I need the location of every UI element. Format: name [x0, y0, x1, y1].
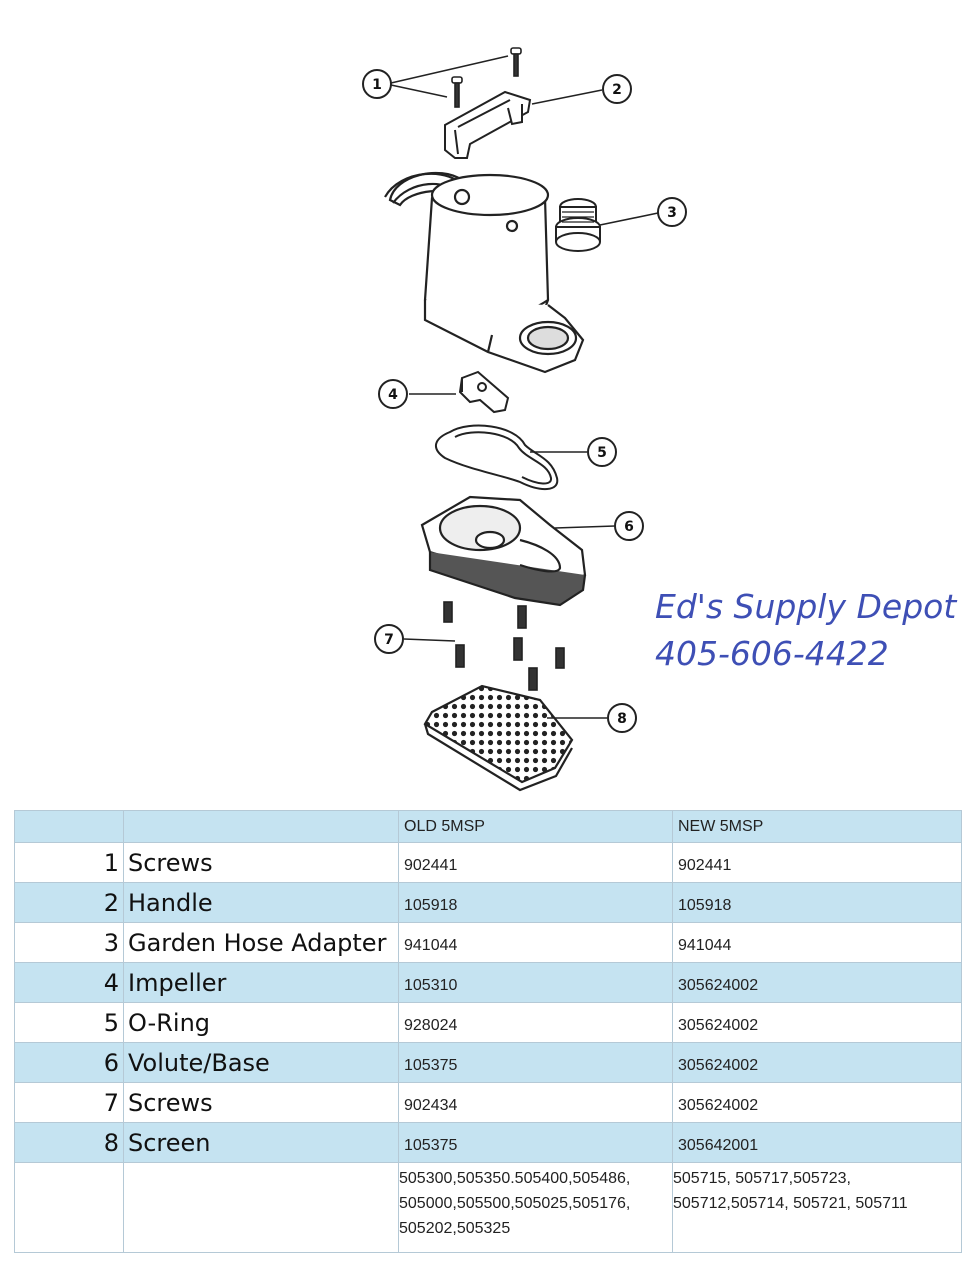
part-name: Volute/Base — [123, 1042, 399, 1083]
parts-table: OLD 5MSP NEW 5MSP 1 Screws 902441 902441… — [14, 810, 962, 1253]
brand-name: Ed's Supply Depot — [655, 587, 957, 626]
svg-text:7: 7 — [384, 632, 394, 648]
table-header-row: OLD 5MSP NEW 5MSP — [14, 810, 962, 843]
models-row: 505300,505350.505400,505486, 505000,5055… — [14, 1162, 962, 1253]
header-old-cell: OLD 5MSP — [398, 810, 673, 843]
callout-5: 5 — [587, 437, 617, 467]
new-part-code: 305624002 — [678, 1056, 759, 1074]
part-8-screen — [423, 684, 574, 792]
svg-text:2: 2 — [612, 82, 622, 98]
exploded-pump-diagram: 1 2 3 4 5 6 7 8 — [362, 47, 687, 792]
part-4-impeller — [458, 370, 510, 414]
header-old: OLD 5MSP — [404, 817, 485, 835]
part-number: 2 — [14, 882, 124, 923]
part-1-screws — [451, 47, 522, 108]
svg-text:8: 8 — [617, 711, 627, 727]
old-part-code: 902441 — [404, 856, 458, 874]
header-new: NEW 5MSP — [678, 817, 764, 835]
callout-8: 8 — [607, 703, 637, 733]
part-name: Screws — [123, 1082, 399, 1123]
part-name: Garden Hose Adapter — [123, 922, 399, 963]
part-3-hose-adapter — [555, 198, 601, 252]
old-part-code: 105375 — [404, 1136, 458, 1154]
new-part-code: 902441 — [678, 856, 732, 874]
part-name: Screen — [123, 1122, 399, 1163]
table-row: 5 O-Ring 928024 305624002 — [14, 1002, 962, 1043]
callout-7: 7 — [374, 624, 404, 654]
part-number: 8 — [14, 1122, 124, 1163]
part-name: O-Ring — [123, 1002, 399, 1043]
svg-text:1: 1 — [372, 77, 382, 93]
pump-motor-housing — [384, 171, 585, 374]
callout-6: 6 — [614, 511, 644, 541]
svg-text:4: 4 — [388, 387, 398, 403]
old-models-line: 505202,505325 — [399, 1220, 511, 1237]
new-part-code: 305624002 — [678, 1096, 759, 1114]
new-models-line: 505715, 505717,505723, — [673, 1170, 851, 1187]
old-part-code: 105310 — [404, 976, 458, 994]
new-part-code: 105918 — [678, 896, 732, 914]
old-part-code: 105918 — [404, 896, 458, 914]
callout-3: 3 — [657, 197, 687, 227]
old-models-line: 505300,505350.505400,505486, — [399, 1170, 631, 1187]
models-empty-cell — [14, 1162, 124, 1253]
callout-4: 4 — [378, 379, 408, 409]
table-row: 1 Screws 902441 902441 — [14, 842, 962, 883]
header-num-cell — [14, 810, 124, 843]
old-part-code: 105375 — [404, 1056, 458, 1074]
part-number: 3 — [14, 922, 124, 963]
part-2-handle — [444, 90, 532, 159]
part-number: 4 — [14, 962, 124, 1003]
models-empty-cell — [123, 1162, 399, 1253]
header-new-cell: NEW 5MSP — [672, 810, 962, 843]
part-number: 1 — [14, 842, 124, 883]
part-7-screws — [443, 601, 565, 691]
new-part-code: 305642001 — [678, 1136, 759, 1154]
part-6-volute-base — [420, 495, 587, 607]
old-part-code: 928024 — [404, 1016, 458, 1034]
header-name-cell — [123, 810, 399, 843]
old-part-code: 902434 — [404, 1096, 458, 1114]
old-models-line: 505000,505500,505025,505176, — [399, 1195, 631, 1212]
table-row: 6 Volute/Base 105375 305624002 — [14, 1042, 962, 1083]
part-number: 6 — [14, 1042, 124, 1083]
new-model-numbers: 505715, 505717,505723, 505712,505714, 50… — [672, 1162, 962, 1253]
svg-text:6: 6 — [624, 519, 634, 535]
table-row: 7 Screws 902434 305624002 — [14, 1082, 962, 1123]
leader-lines — [390, 55, 659, 719]
new-part-code: 305624002 — [678, 976, 759, 994]
part-number: 5 — [14, 1002, 124, 1043]
part-name: Screws — [123, 842, 399, 883]
callout-2: 2 — [602, 74, 632, 104]
new-part-code: 941044 — [678, 936, 732, 954]
old-model-numbers: 505300,505350.505400,505486, 505000,5055… — [398, 1162, 673, 1253]
table-row: 3 Garden Hose Adapter 941044 941044 — [14, 922, 962, 963]
table-row: 2 Handle 105918 105918 — [14, 882, 962, 923]
old-part-code: 941044 — [404, 936, 458, 954]
new-models-line: 505712,505714, 505721, 505711 — [673, 1195, 908, 1212]
callout-1: 1 — [362, 69, 392, 99]
part-number: 7 — [14, 1082, 124, 1123]
part-5-o-ring — [435, 424, 559, 490]
svg-text:3: 3 — [667, 205, 677, 221]
table-row: 4 Impeller 105310 305624002 — [14, 962, 962, 1003]
svg-text:5: 5 — [597, 445, 607, 461]
part-name: Impeller — [123, 962, 399, 1003]
new-part-code: 305624002 — [678, 1016, 759, 1034]
table-row: 8 Screen 105375 305642001 — [14, 1122, 962, 1163]
part-name: Handle — [123, 882, 399, 923]
brand-phone: 405-606-4422 — [655, 634, 889, 673]
